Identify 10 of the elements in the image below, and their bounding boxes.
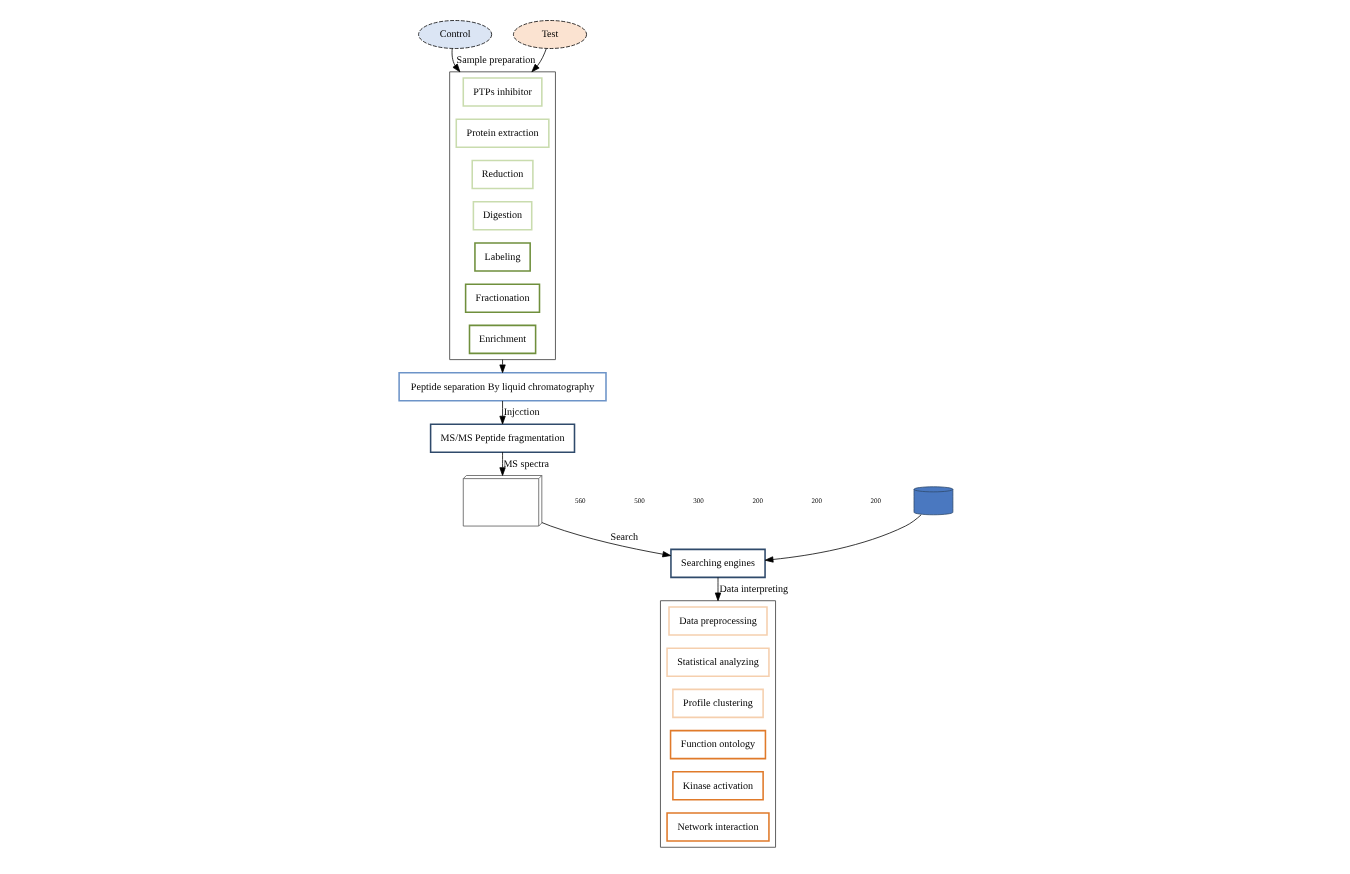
cluster <box>448 71 555 361</box>
arrow <box>450 48 460 73</box>
arrow <box>540 522 670 558</box>
arrow <box>498 451 505 476</box>
arrow <box>498 400 505 425</box>
arrow <box>530 48 546 73</box>
arrow <box>763 514 921 563</box>
arrow <box>713 577 721 602</box>
arrow <box>498 359 505 374</box>
cluster <box>658 600 776 848</box>
